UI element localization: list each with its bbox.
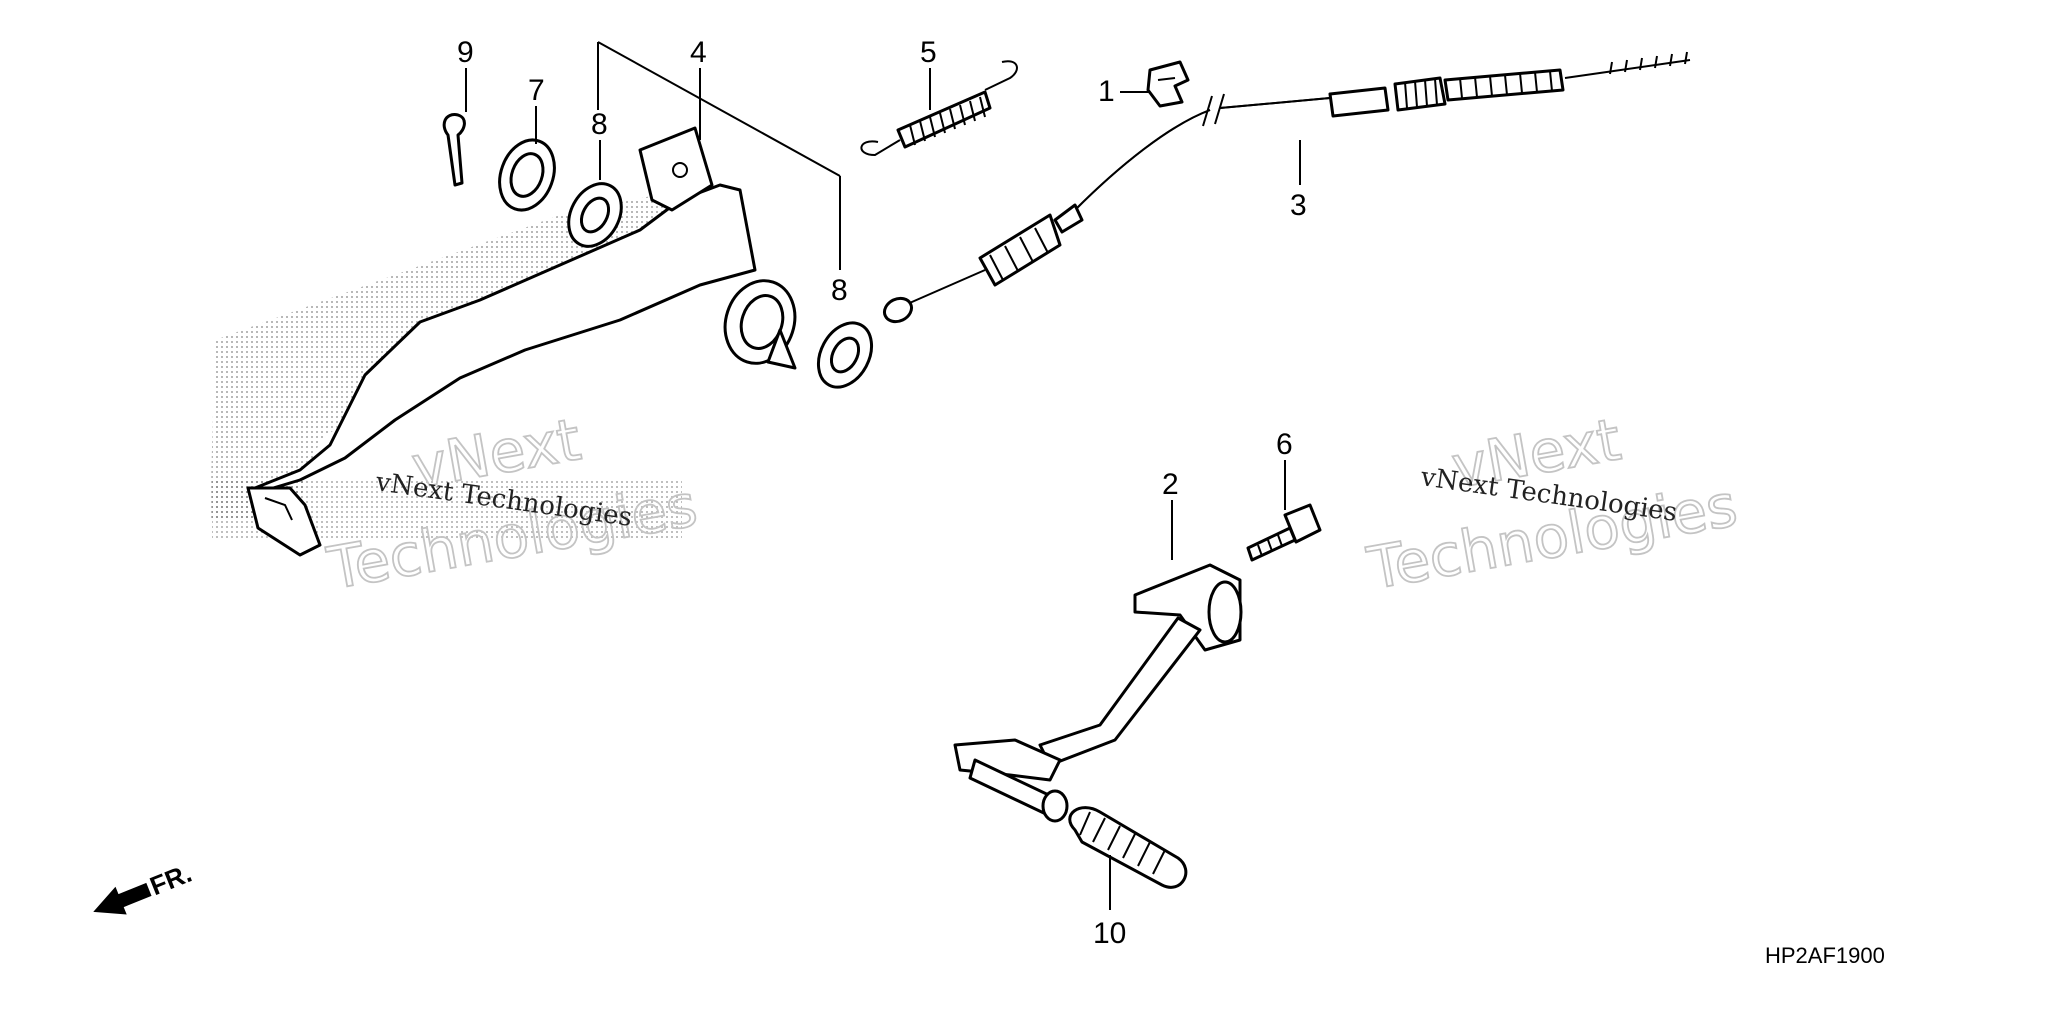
washer-icon — [498, 138, 556, 212]
cable-clip-icon — [1146, 60, 1190, 108]
pedal-rubber-icon — [1068, 806, 1188, 889]
brake-pedal-icon — [246, 126, 797, 557]
return-spring-icon — [860, 60, 1018, 157]
front-direction-indicator: FR. — [93, 858, 196, 915]
dust-seal-icon — [816, 321, 874, 389]
flange-bolt-icon — [1246, 503, 1322, 562]
callout-2: 2 — [1162, 468, 1179, 501]
callout-10: 10 — [1093, 917, 1126, 950]
dust-seal-icon — [567, 182, 623, 248]
callout-6: 6 — [1276, 428, 1293, 461]
cotter-pin-icon — [442, 113, 466, 187]
callout-8b: 8 — [831, 274, 848, 307]
change-pedal-icon — [953, 563, 1243, 823]
callout-5: 5 — [920, 36, 937, 69]
callout-1: 1 — [1098, 75, 1115, 108]
callout-8a: 8 — [591, 108, 608, 141]
leader-lines — [465, 41, 1301, 910]
front-arrow-icon — [93, 882, 152, 915]
callout-4: 4 — [690, 36, 707, 69]
callout-3: 3 — [1290, 189, 1307, 222]
callout-7: 7 — [528, 74, 545, 107]
front-label: FR. — [146, 858, 196, 902]
callout-9: 9 — [457, 36, 474, 69]
diagram-code: HP2AF1900 — [1765, 943, 1885, 968]
brake-cable-icon — [882, 51, 1691, 324]
